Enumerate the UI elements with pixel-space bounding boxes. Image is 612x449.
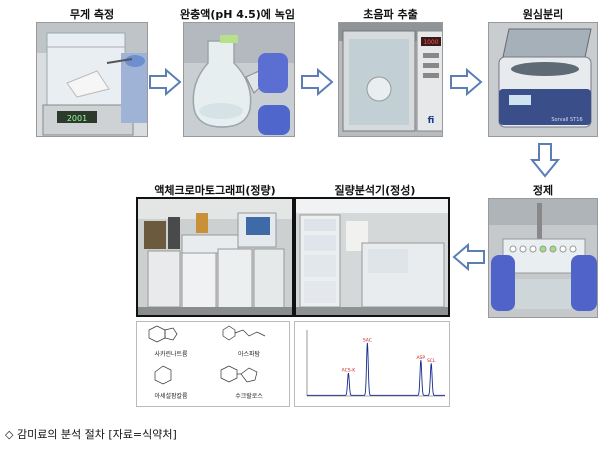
- molecule-label-saccharin: 사카린나트륨: [154, 350, 188, 358]
- step-label-lc: 액체크로마토그래피(정량): [154, 184, 276, 197]
- molecule-label-acesulfame: 아세설팜칼륨: [154, 392, 188, 400]
- balance-readout: 2001: [67, 114, 87, 123]
- step-label-purify: 정제: [532, 184, 554, 197]
- centrifuge-brand: Sorvall ST16: [551, 117, 582, 123]
- aspartame-structure: [222, 325, 266, 341]
- sonicator-display: 1000: [423, 39, 438, 46]
- balance-illustration: 2001: [37, 23, 147, 136]
- peak-label-sac: SAC: [363, 338, 372, 344]
- acesulfame-structure: [154, 365, 172, 385]
- figure-caption: ◇ 감미료의 분석 절차 [자료=식약처]: [5, 428, 177, 441]
- arrow-left: [452, 243, 485, 271]
- purification-photo: [488, 198, 598, 318]
- arrow-down: [530, 143, 560, 178]
- step-label-dissolve: 완충액(pH 4.5)에 녹임: [180, 8, 295, 21]
- ms-illustration: [296, 199, 448, 315]
- step-label-ms: 질량분석기(정성): [334, 184, 416, 197]
- centrifuge-photo: Sorvall ST16: [488, 22, 598, 137]
- sonicator-illustration: 1000 fi: [339, 23, 442, 136]
- arrow-right-3: [450, 68, 483, 96]
- sucralose-structure: [220, 365, 258, 383]
- flask-illustration: [184, 23, 294, 136]
- step-label-sonicate: 초음파 추출: [363, 8, 418, 21]
- weighing-photo: 2001: [36, 22, 148, 137]
- saccharin-structure: [148, 325, 178, 343]
- peak-label-scl: SCL: [427, 358, 436, 364]
- step-label-centrifuge: 원심분리: [522, 8, 564, 21]
- arrow-right-2: [301, 68, 334, 96]
- ms-instrument-photo: [294, 197, 450, 317]
- spe-manifold-illustration: [489, 199, 597, 317]
- molecule-structures: 사카린나트륨 아스파탐 아세설팜칼륨 수크랄로스: [137, 322, 289, 406]
- lc-illustration: [138, 199, 292, 315]
- chromatogram-trace: [307, 342, 445, 396]
- lc-instrument-photo: [136, 197, 294, 317]
- peak-label-asp: ASP: [416, 355, 425, 361]
- arrow-right-1: [149, 68, 182, 96]
- molecule-label-sucralose: 수크랄로스: [235, 392, 263, 400]
- sonicator-logo: fi: [428, 116, 435, 126]
- sonication-photo: 1000 fi: [338, 22, 443, 137]
- step-label-weigh: 무게 측정: [69, 8, 115, 21]
- dissolving-photo: [183, 22, 295, 137]
- molecule-structures-panel: 사카린나트륨 아스파탐 아세설팜칼륨 수크랄로스: [136, 321, 290, 407]
- peak-label-acs-k: ACS-K: [342, 368, 357, 374]
- molecule-label-aspartame: 아스파탐: [238, 350, 261, 358]
- centrifuge-illustration: Sorvall ST16: [489, 23, 597, 136]
